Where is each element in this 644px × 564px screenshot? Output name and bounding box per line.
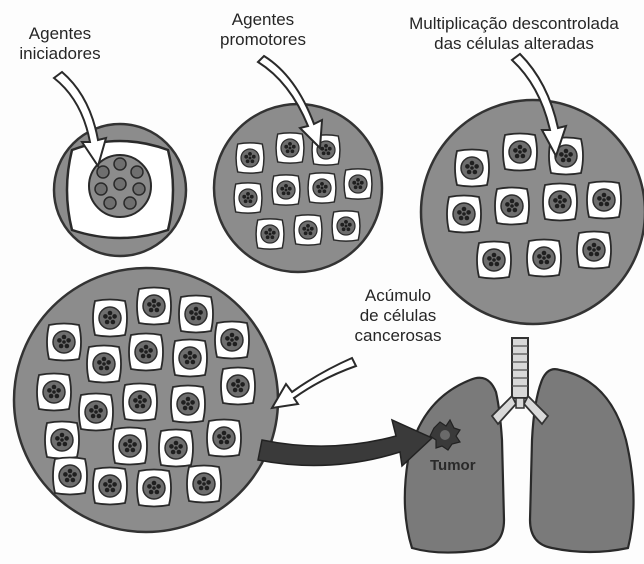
multiplication-label-line2: das células alteradas xyxy=(388,34,640,54)
multiplication-label: Multiplicação descontrolada das células … xyxy=(388,14,640,54)
promoter-disc xyxy=(214,104,382,272)
multiplication-label-line1: Multiplicação descontrolada xyxy=(388,14,640,34)
tumor-label: Tumor xyxy=(430,457,476,474)
arrow-icon xyxy=(258,420,432,466)
initiators-label-line1: Agentes xyxy=(4,24,116,44)
accumulation-label: Acúmulo de células cancerosas xyxy=(348,286,448,346)
cell-icon xyxy=(236,143,264,173)
accumulation-label-line1: Acúmulo xyxy=(348,286,448,306)
promoters-label: Agentes promotores xyxy=(208,10,318,50)
multiplication-disc xyxy=(421,100,644,324)
promoters-label-line1: Agentes xyxy=(208,10,318,30)
initiator-disc xyxy=(54,124,186,256)
initiators-label-line2: iniciadores xyxy=(4,44,116,64)
accumulation-label-line3: cancerosas xyxy=(348,326,448,346)
accumulation-arrow xyxy=(272,358,356,408)
promoters-label-line2: promotores xyxy=(208,30,318,50)
initiators-label: Agentes iniciadores xyxy=(4,24,116,64)
accumulation-label-line2: de células xyxy=(348,306,448,326)
accumulation-disc xyxy=(14,268,278,532)
